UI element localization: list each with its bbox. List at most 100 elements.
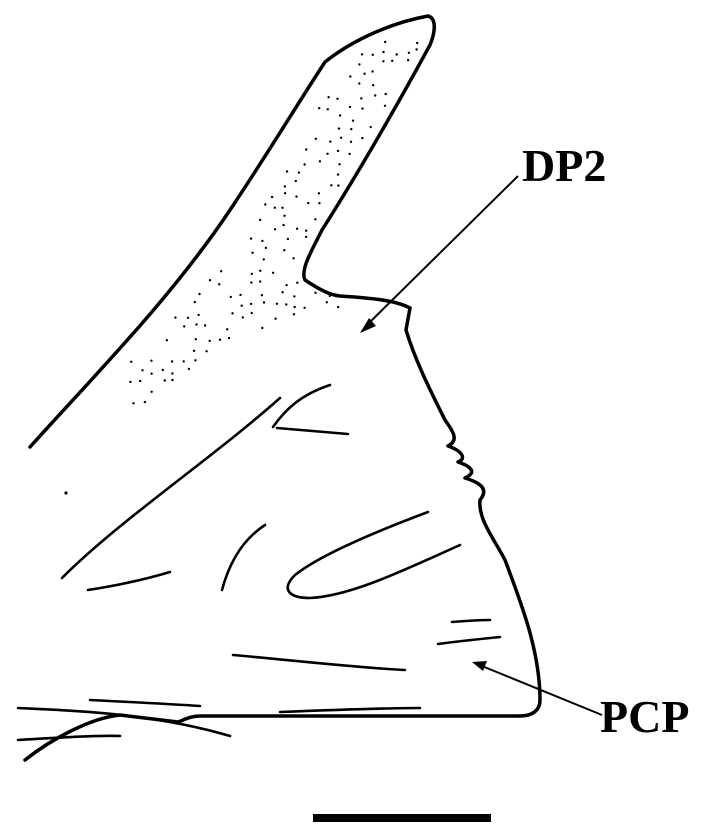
stipple-dot xyxy=(282,224,284,226)
stipple-dot xyxy=(285,284,287,286)
stipple-dot xyxy=(361,137,363,139)
stipple-dot xyxy=(329,140,331,142)
stipple-dot xyxy=(283,215,285,217)
stipple-dot xyxy=(303,163,305,165)
pcp-arrowhead xyxy=(472,661,487,671)
stipple-dot xyxy=(361,53,363,55)
stipple-dot xyxy=(296,282,298,284)
label-dp2: DP2 xyxy=(522,140,606,191)
stipple-dot xyxy=(263,301,265,303)
stipple-dot xyxy=(396,53,398,55)
stipple-dot xyxy=(259,219,261,221)
stipple-dot xyxy=(251,273,253,275)
stipple-dot xyxy=(371,70,373,72)
stipple-dot xyxy=(293,295,295,297)
stipple-dot xyxy=(132,402,134,404)
stipple-dot xyxy=(194,359,196,361)
stria-4 xyxy=(222,525,265,590)
stipple-dot xyxy=(327,96,329,98)
stipple-dot xyxy=(363,73,365,75)
stipple-dot xyxy=(285,303,287,305)
stipple-dot xyxy=(338,163,340,165)
stipple-dot xyxy=(326,301,328,303)
stipple-dot xyxy=(281,207,283,209)
stipple-dot xyxy=(265,247,267,249)
stipple-dot xyxy=(287,238,289,240)
stipple-dot xyxy=(372,84,374,86)
stipple-dot xyxy=(358,82,360,84)
stipple-dot xyxy=(318,202,320,204)
stipple-dot xyxy=(337,306,339,308)
stipple-dot xyxy=(295,195,297,197)
stipple-dot xyxy=(318,107,320,109)
stipple-dot xyxy=(292,257,294,259)
stipple-dot xyxy=(231,312,233,314)
stria-6 xyxy=(233,655,405,670)
stipple-dot xyxy=(361,107,363,109)
stipple-dot xyxy=(314,292,316,294)
stipple-dot xyxy=(303,307,305,309)
stipple-dot xyxy=(352,120,354,122)
stipple-dot xyxy=(251,312,253,314)
stipple-dot xyxy=(286,170,288,172)
stipple-dot xyxy=(295,180,297,182)
stipple-dot xyxy=(276,303,278,305)
stipple-dot xyxy=(348,153,350,155)
stipple-dot xyxy=(350,141,352,143)
stipple-dot xyxy=(382,60,384,62)
stipple-dot xyxy=(261,294,263,296)
stipple-dot xyxy=(384,41,386,43)
stipple-dot xyxy=(151,391,153,393)
stipple-dot xyxy=(193,350,195,352)
stria-3 xyxy=(62,398,280,578)
stipple-dot xyxy=(150,360,152,362)
stipple-dot xyxy=(164,379,166,381)
stipple-dot xyxy=(305,230,307,232)
stipple-dot xyxy=(416,42,418,44)
stipple-dot xyxy=(319,160,321,162)
stria-1 xyxy=(273,385,330,427)
stipple-dot xyxy=(194,301,196,303)
stipple-dot xyxy=(195,323,197,325)
stipple-dot xyxy=(183,360,185,362)
stipple-dot xyxy=(162,369,164,371)
stipple-dot xyxy=(283,249,285,251)
stipple-dot xyxy=(360,97,362,99)
stria-loop xyxy=(288,512,460,598)
stria-7 xyxy=(452,620,490,622)
basal-stria-2 xyxy=(18,736,120,740)
stipple-dot xyxy=(250,237,252,239)
stipple-dot xyxy=(391,60,393,62)
stria-10 xyxy=(90,700,200,706)
stipple-dot xyxy=(327,108,329,110)
stipple-dot xyxy=(209,279,211,281)
stipple-dot xyxy=(296,228,298,230)
stipple-dot xyxy=(241,305,243,307)
stria-5 xyxy=(88,572,170,590)
stray-dot xyxy=(64,491,67,494)
stipple-dot xyxy=(284,185,286,187)
stipple-dot xyxy=(195,338,197,340)
pcp-leader-line xyxy=(482,666,602,715)
stipple-dot xyxy=(226,328,228,330)
stipple-dot xyxy=(144,401,146,403)
stipple-dot xyxy=(339,114,341,116)
stipple-dot xyxy=(415,48,417,50)
stipple-dot xyxy=(315,138,317,140)
stria-9 xyxy=(280,708,420,712)
stipple-dot xyxy=(382,51,384,53)
stipple-dot xyxy=(171,372,173,374)
stipple-dot xyxy=(338,127,340,129)
stipple-dot xyxy=(272,272,274,274)
stipple-dot xyxy=(374,94,376,96)
stipple-dot xyxy=(281,291,283,293)
stipple-dot xyxy=(141,369,143,371)
stipple-dot xyxy=(337,173,339,175)
stipple-dot xyxy=(274,207,276,209)
stipple-dot xyxy=(358,63,360,65)
stipple-dot xyxy=(274,228,276,230)
stria-2 xyxy=(277,428,348,434)
stipple-dot xyxy=(230,296,232,298)
stipple-dot xyxy=(250,303,252,305)
stipple-dot xyxy=(337,150,339,152)
